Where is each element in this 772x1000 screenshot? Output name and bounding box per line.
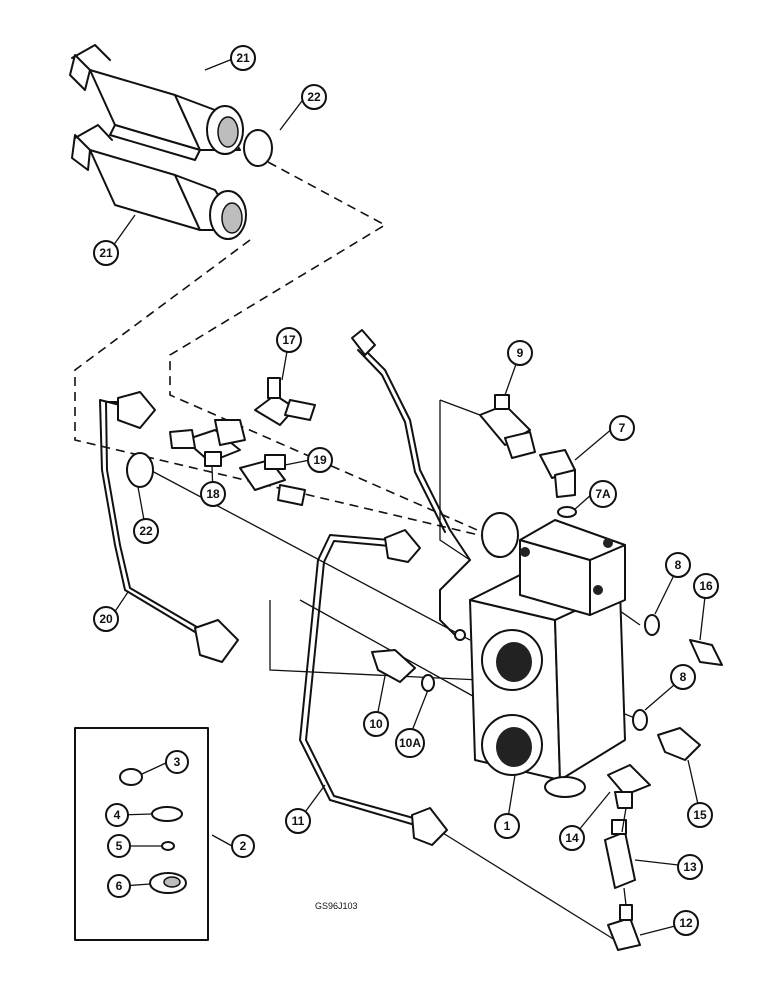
elbow-fitting-7 xyxy=(539,449,576,498)
tube-20-nut-upper xyxy=(117,391,156,429)
svg-text:11: 11 xyxy=(292,814,305,828)
elbow-fitting-12 xyxy=(607,904,641,951)
svg-text:21: 21 xyxy=(99,246,113,260)
figure-code: GS96J103 xyxy=(315,901,358,911)
svg-text:16: 16 xyxy=(699,579,713,593)
callout-21-upper: 21 xyxy=(230,45,256,71)
wire-connector xyxy=(351,329,376,356)
svg-text:22: 22 xyxy=(139,524,153,538)
solenoid-wire xyxy=(359,344,471,561)
tee-fitting-19 xyxy=(239,454,306,506)
seal-4 xyxy=(151,806,183,822)
svg-text:9: 9 xyxy=(517,346,524,360)
leader-line xyxy=(623,887,627,906)
svg-text:8: 8 xyxy=(680,670,687,684)
plug-16 xyxy=(689,639,723,666)
callout-22-lower: 22 xyxy=(133,518,159,544)
relief-valve-cartridge-upper xyxy=(69,44,244,161)
o-ring-upper xyxy=(243,129,273,167)
callout-6: 6 xyxy=(107,874,131,898)
callout-8-lower: 8 xyxy=(670,664,696,690)
svg-text:14: 14 xyxy=(565,831,579,845)
o-ring-7a xyxy=(557,506,577,518)
leader-line xyxy=(429,824,616,941)
svg-text:15: 15 xyxy=(693,808,707,822)
tee-fitting-17 xyxy=(254,377,316,426)
valve-body-1 xyxy=(469,569,626,798)
svg-text:22: 22 xyxy=(307,90,321,104)
svg-text:5: 5 xyxy=(116,839,123,853)
callout-7: 7 xyxy=(609,415,635,441)
callout-20: 20 xyxy=(93,606,119,632)
callout-17: 17 xyxy=(276,327,302,353)
seal-3 xyxy=(119,768,143,786)
relief-valve-cartridge-lower xyxy=(71,124,247,240)
o-ring-8-lower xyxy=(632,709,648,731)
callout-1: 1 xyxy=(494,813,520,839)
svg-text:3: 3 xyxy=(174,755,181,769)
callout-4: 4 xyxy=(105,803,129,827)
seal-5 xyxy=(161,841,175,851)
tube-20-nut-lower xyxy=(194,619,239,663)
svg-text:4: 4 xyxy=(114,808,121,822)
callout-2: 2 xyxy=(231,834,255,858)
svg-text:10: 10 xyxy=(369,717,383,731)
callout-12: 12 xyxy=(673,910,699,936)
callout-19: 19 xyxy=(307,447,333,473)
svg-text:21: 21 xyxy=(236,51,250,65)
solenoid-housing xyxy=(481,512,626,616)
relief-valve-group-outline-2 xyxy=(74,239,501,541)
tube-20 xyxy=(99,399,201,636)
svg-text:8: 8 xyxy=(675,558,682,572)
svg-text:7A: 7A xyxy=(595,487,611,501)
elbow-fitting-15 xyxy=(657,727,701,761)
svg-text:10A: 10A xyxy=(399,736,421,750)
leader-line xyxy=(621,807,627,833)
svg-text:18: 18 xyxy=(206,487,220,501)
callout-21-lower: 21 xyxy=(93,240,119,266)
callout-5: 5 xyxy=(107,834,131,858)
callout-10: 10 xyxy=(363,711,389,737)
relief-valve-group-outline xyxy=(169,154,501,541)
callout-11: 11 xyxy=(285,808,311,834)
tube-11-nut-lower xyxy=(411,807,448,846)
callout-15: 15 xyxy=(687,802,713,828)
o-ring-10a xyxy=(421,674,435,692)
tee-fitting-18 xyxy=(169,419,246,467)
pressure-tap-13 xyxy=(604,819,636,889)
callout-18: 18 xyxy=(200,481,226,507)
o-ring-8-upper xyxy=(644,614,660,636)
svg-text:20: 20 xyxy=(99,612,113,626)
seal-6 xyxy=(149,872,187,894)
tee-fitting-9 xyxy=(479,394,536,459)
o-ring-left xyxy=(126,452,154,488)
callout-7a: 7A xyxy=(589,480,617,508)
ground-wire xyxy=(439,559,471,641)
svg-text:1: 1 xyxy=(504,819,511,833)
leader-line xyxy=(439,400,471,561)
callout-13: 13 xyxy=(677,854,703,880)
callout-16: 16 xyxy=(693,573,719,599)
svg-text:17: 17 xyxy=(282,333,296,347)
adapter-fitting-10 xyxy=(371,649,416,683)
elbow-fitting-14 xyxy=(607,764,651,809)
callout-10a: 10A xyxy=(395,728,425,758)
svg-text:13: 13 xyxy=(683,860,697,874)
callout-9: 9 xyxy=(507,340,533,366)
callout-14: 14 xyxy=(559,825,585,851)
callout-22-upper: 22 xyxy=(301,84,327,110)
leader-line xyxy=(269,600,481,681)
tube-11 xyxy=(299,534,416,826)
callout-3: 3 xyxy=(165,750,189,774)
callout-8-upper: 8 xyxy=(665,552,691,578)
tube-11-nut-upper xyxy=(384,529,421,563)
svg-text:7: 7 xyxy=(619,421,626,435)
svg-text:6: 6 xyxy=(116,879,123,893)
svg-text:12: 12 xyxy=(679,916,693,930)
svg-text:2: 2 xyxy=(240,839,247,853)
svg-text:19: 19 xyxy=(313,453,327,467)
